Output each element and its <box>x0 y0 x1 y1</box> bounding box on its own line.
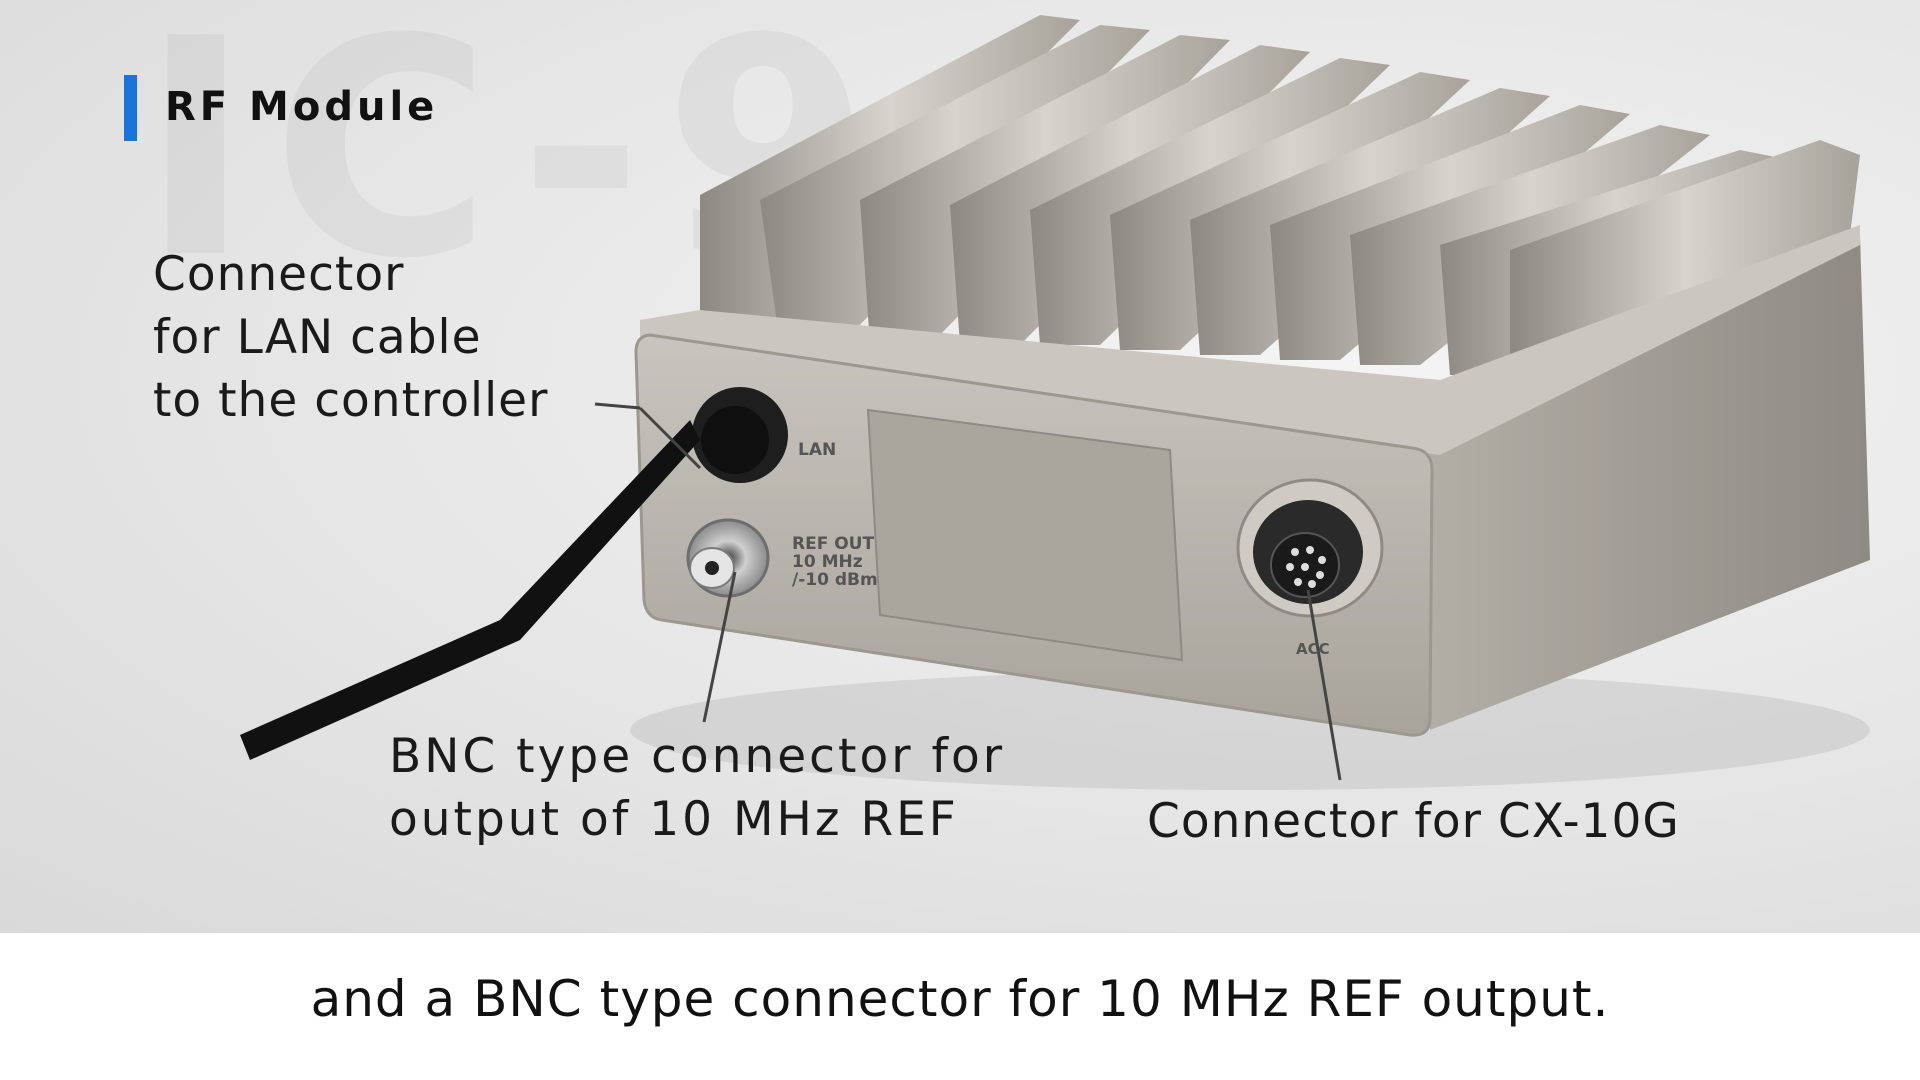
section-title: RF Module <box>165 84 439 130</box>
lan-connector <box>240 387 788 760</box>
heat-sink-fins <box>700 15 1860 380</box>
lan-port-label: LAN <box>798 440 837 460</box>
video-frame: IC-9 <box>0 0 1920 933</box>
acc-connector <box>1236 478 1384 618</box>
rf-module-illustration <box>240 15 1870 790</box>
subtitle-caption: and a BNC type connector for 10 MHz REF … <box>310 970 1610 1028</box>
lan-connector-callout: Connector for LAN cable to the controlle… <box>153 247 549 428</box>
acc-connector-callout: Connector for CX-10G <box>1147 794 1680 849</box>
front-label-plate <box>866 408 1184 662</box>
bnc-connector <box>686 518 770 598</box>
callout-leader-lines <box>594 402 1342 781</box>
section-accent-bar <box>124 75 137 141</box>
ref-out-port-label: REF OUT 10 MHz /-10 dBm <box>792 534 878 590</box>
caption-bar <box>0 933 1920 1080</box>
bnc-connector-callout: BNC type connector for output of 10 MHz … <box>389 729 1006 847</box>
device-side-panel <box>1420 235 1870 730</box>
acc-port-label: ACC <box>1296 640 1330 658</box>
device-shadow <box>630 670 1870 790</box>
device-top-edge <box>640 225 1860 455</box>
